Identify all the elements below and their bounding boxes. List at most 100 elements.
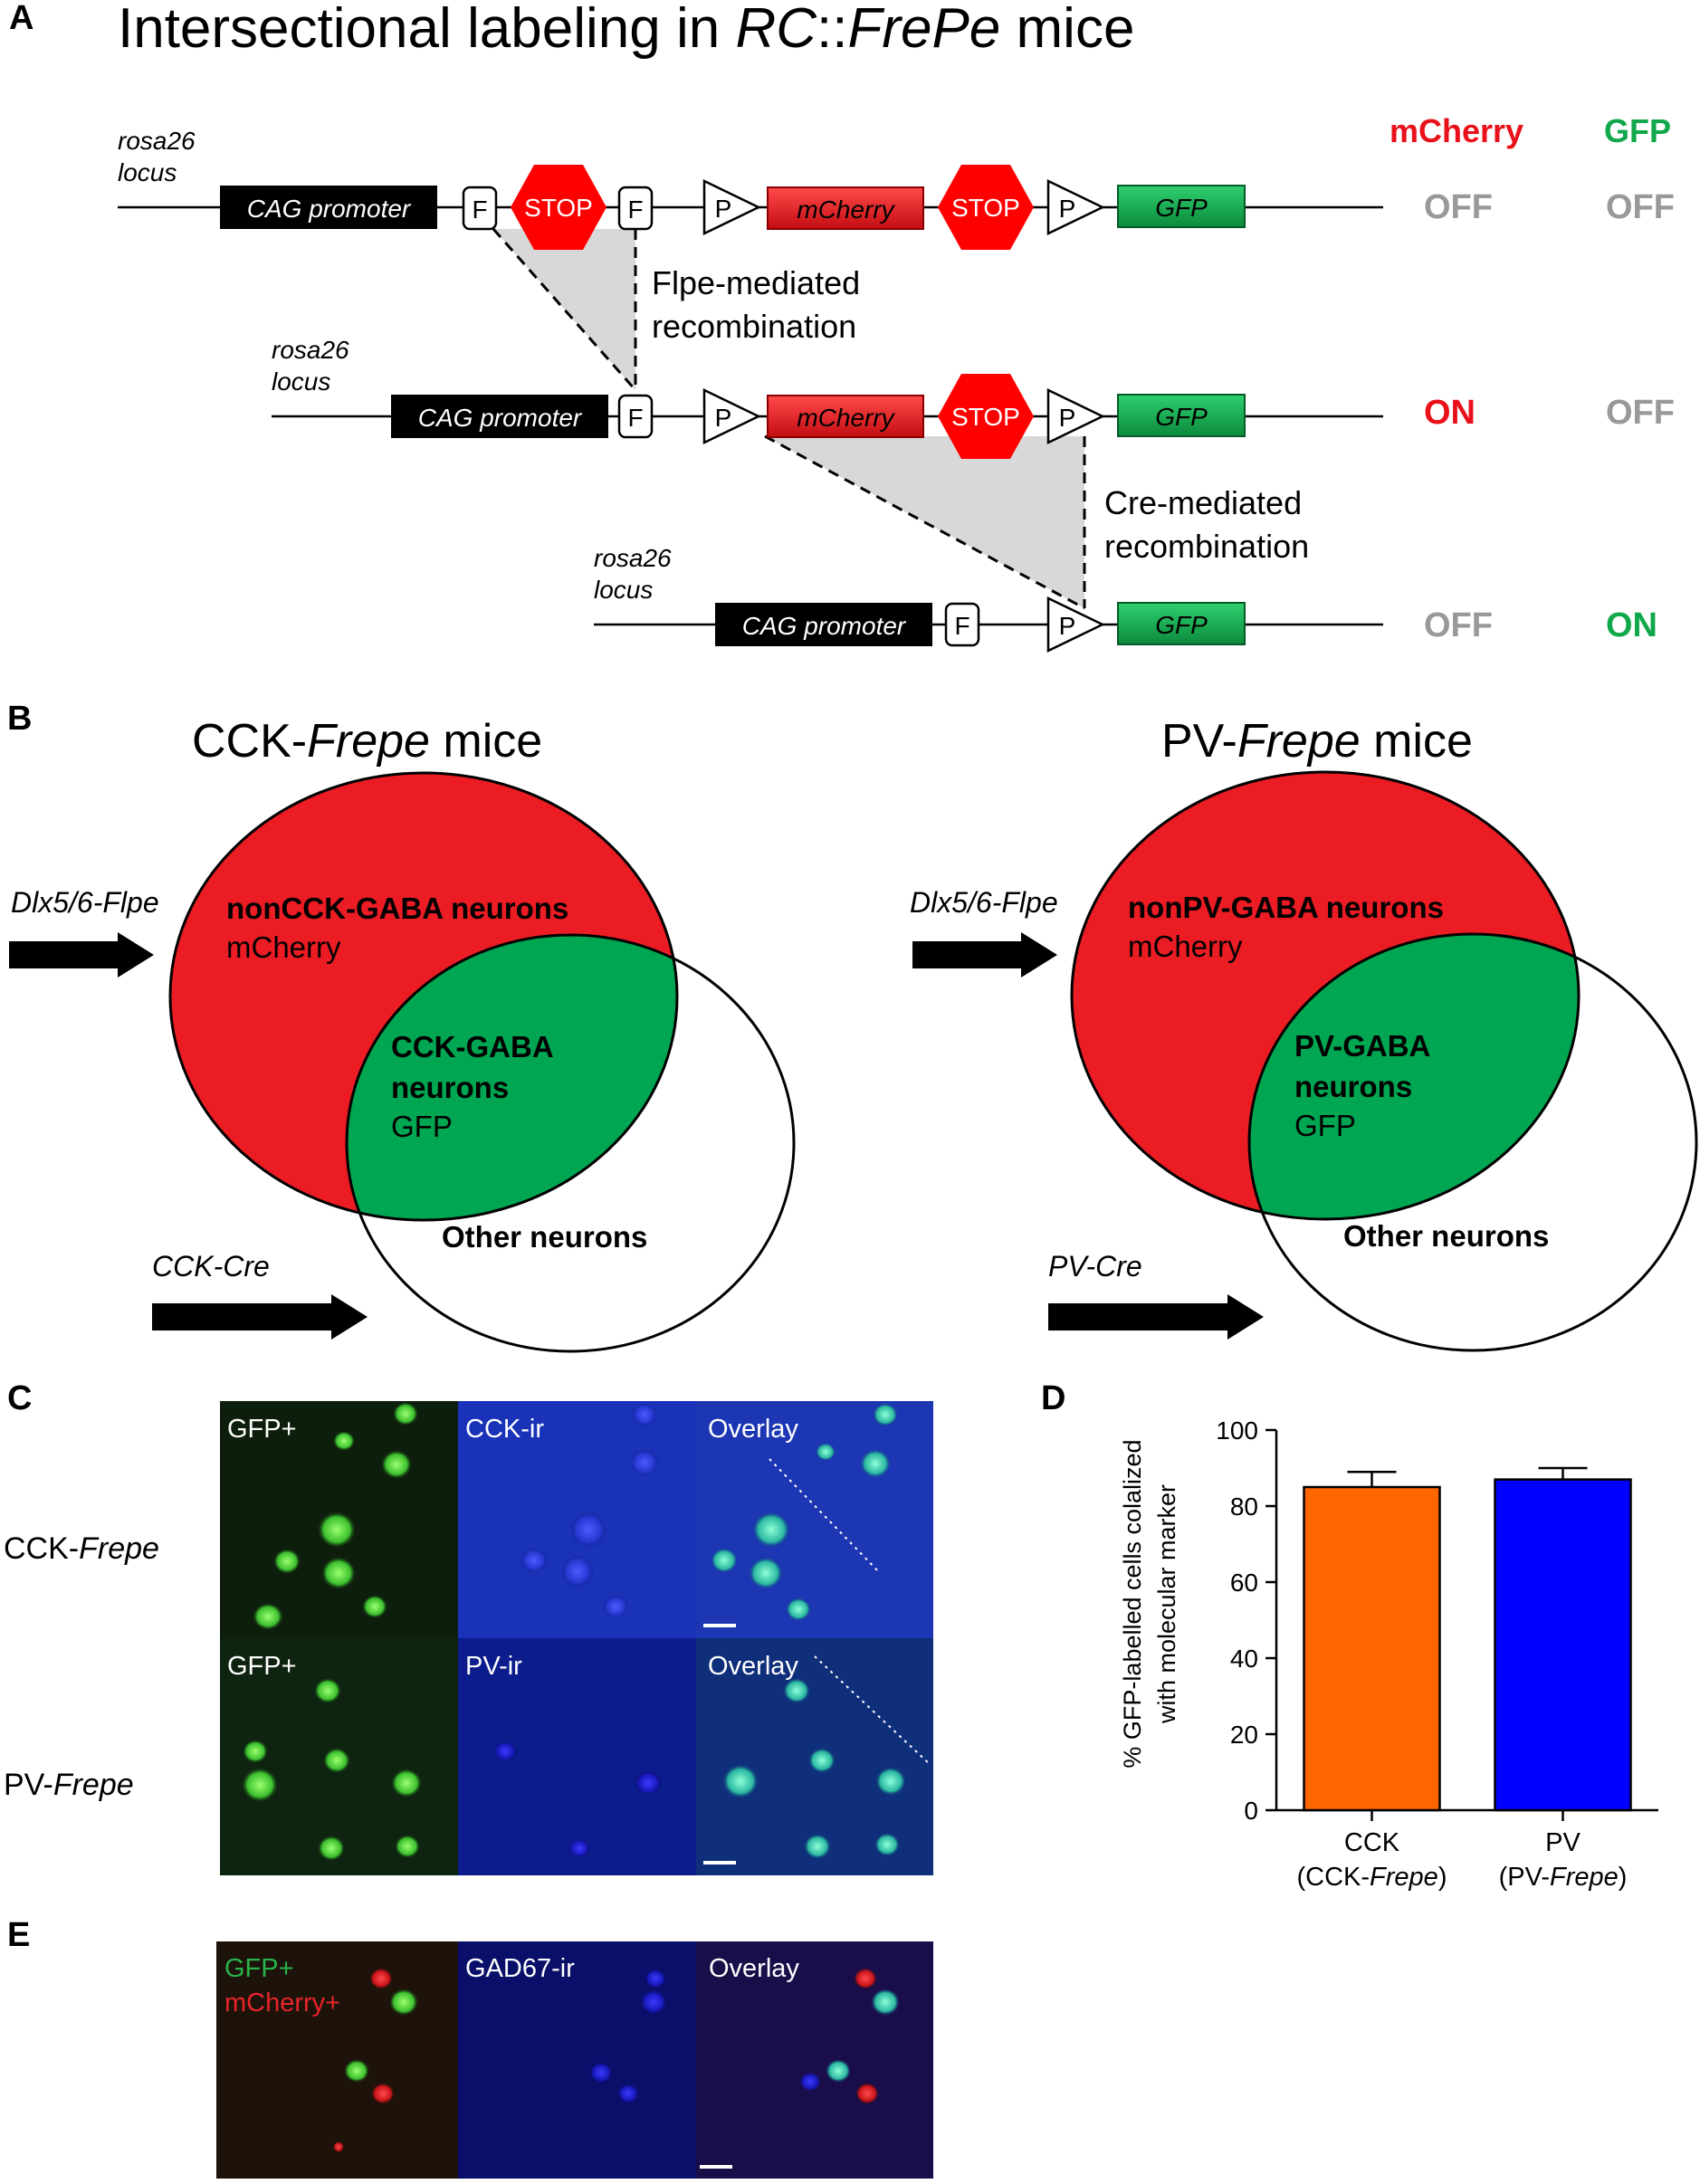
locus-label-2b: locus	[272, 367, 330, 396]
cell	[871, 1988, 900, 2016]
venn-pv-green-label-1: PV-GABA	[1294, 1029, 1430, 1063]
row3-mcherry-state: OFF	[1424, 606, 1493, 644]
cre-label-1: Cre-mediated	[1104, 484, 1302, 521]
frt-site	[617, 394, 654, 439]
venn-pv-flpe-label: Dlx5/6-Flpe	[910, 886, 1058, 919]
panel-c-row2-label: PV-Frepe	[4, 1768, 134, 1802]
venn-cck-overlap	[347, 935, 677, 1220]
cell	[874, 1833, 900, 1856]
panel-d-letter: D	[1041, 1379, 1065, 1417]
label: CCK-ir	[465, 1415, 544, 1444]
y-axis-label-line1: % GFP-labelled cells colalized	[1119, 1439, 1146, 1768]
locus-label-2a: rosa26	[272, 336, 349, 364]
venn-pv-red-label: nonPV-GABA neurons	[1128, 891, 1444, 924]
cag-promoter-label: CAG promoter	[247, 195, 412, 223]
cell	[521, 1548, 548, 1573]
flpe-excision-region	[493, 229, 635, 390]
cell	[875, 1767, 906, 1796]
cell	[786, 1597, 811, 1621]
cell	[369, 1968, 393, 1989]
cell	[243, 1740, 268, 1763]
header-gfp: GFP	[1604, 112, 1671, 149]
micrograph-pv-ir: PV-ir	[458, 1638, 696, 1875]
frt-label: F	[954, 612, 969, 640]
y-tick-label: 0	[1244, 1797, 1258, 1825]
cell	[371, 2083, 395, 2104]
mcherry-gene-label: mCherry	[797, 404, 895, 432]
scale-bar	[703, 1861, 736, 1865]
cell	[752, 1512, 790, 1548]
label-mcherry: mCherry+	[224, 1988, 340, 2017]
label: PV-ir	[465, 1652, 522, 1681]
flpe-arrow	[9, 932, 154, 978]
micrograph-cck-overlay: Overlay	[696, 1401, 933, 1638]
x-tick-label: PV	[1545, 1828, 1581, 1857]
frt-label: F	[627, 196, 643, 224]
loxp-site	[702, 179, 761, 235]
gfp-gene-label: GFP	[1155, 194, 1208, 222]
cell	[617, 2084, 639, 2103]
cag-promoter-label: CAG promoter	[742, 612, 907, 640]
venn-pv-gaba-outline	[1070, 770, 1581, 1221]
row2-gfp-state: OFF	[1606, 394, 1675, 432]
stop-label: STOP	[951, 403, 1020, 431]
bar	[1494, 1478, 1632, 1812]
y-tick-label: 40	[1230, 1645, 1258, 1673]
stop-cassette	[938, 165, 1034, 250]
cell	[749, 1557, 783, 1589]
cell	[393, 1402, 418, 1426]
cell	[381, 1450, 412, 1479]
bar-chart: % GFP-labelled cells colalized with mole…	[1119, 1416, 1658, 1892]
cell	[242, 1768, 278, 1802]
flpe-label-2: recombination	[652, 308, 856, 345]
cell	[630, 1449, 659, 1476]
loxp-label: P	[715, 404, 732, 432]
row1-mcherry-state: OFF	[1424, 188, 1493, 226]
mcherry-gene-label: mCherry	[797, 196, 895, 224]
venn-cck-red-label: nonCCK-GABA neurons	[226, 892, 568, 925]
cell	[273, 1549, 301, 1574]
panel-c-row1-label: CCK-Frepe	[4, 1531, 159, 1566]
panel-a-title: Intersectional labeling in RC::FrePe mic…	[118, 0, 1134, 60]
row3-gfp-state: ON	[1606, 606, 1657, 644]
stop-cassette	[511, 165, 606, 250]
venn-cck-title: CCK-Frepe mice	[192, 715, 542, 768]
micrograph-gad67-ir: GAD67-ir	[458, 1941, 696, 2179]
cell	[333, 2141, 344, 2152]
y-tick-label: 100	[1216, 1416, 1258, 1445]
row2-mcherry-state: ON	[1424, 394, 1476, 432]
loxp-label: P	[1059, 404, 1076, 432]
cell	[333, 1431, 355, 1451]
cell	[253, 1603, 283, 1630]
cag-promoter-box	[220, 186, 437, 229]
cell	[362, 1595, 387, 1618]
locus-label-3a: rosa26	[594, 544, 672, 572]
label: Overlay	[708, 1415, 798, 1444]
construct-row-3: rosa26 locus CAG promoter F P GFP OFF ON	[594, 544, 1657, 653]
cre-arrow	[1048, 1294, 1264, 1340]
loxp-site	[1046, 179, 1105, 235]
cell	[570, 1512, 606, 1548]
venn-cck-green-sublabel: GFP	[391, 1110, 453, 1143]
cell	[589, 2062, 613, 2084]
loxp-site	[1046, 596, 1105, 653]
y-tick-label: 20	[1230, 1721, 1258, 1749]
venn-pv-title: PV-Frepe mice	[1161, 715, 1473, 768]
cell	[808, 1748, 836, 1773]
cre-dashed-line	[764, 434, 1085, 610]
cell	[493, 1741, 517, 1762]
row1-gfp-state: OFF	[1606, 188, 1675, 226]
y-axis-label-line2: with molecular marker	[1153, 1484, 1180, 1724]
gfp-gene	[1117, 185, 1246, 228]
layer-boundary-line	[814, 1655, 931, 1766]
header-mcherry: mCherry	[1390, 112, 1523, 149]
cell	[318, 1836, 345, 1861]
cell	[344, 2059, 369, 2083]
venn-cck: CCK-Frepe mice nonCCK-GABA neurons mCher…	[9, 715, 796, 1353]
cell	[314, 1678, 341, 1703]
cell	[826, 2059, 851, 2083]
micrograph-cck-ir: CCK-ir	[458, 1401, 696, 1638]
venn-cck-cre-set	[345, 933, 796, 1353]
micrograph-gad-gfp-mcherry: GFP+ mCherry+	[216, 1941, 458, 2179]
y-tick-label: 80	[1230, 1493, 1258, 1521]
